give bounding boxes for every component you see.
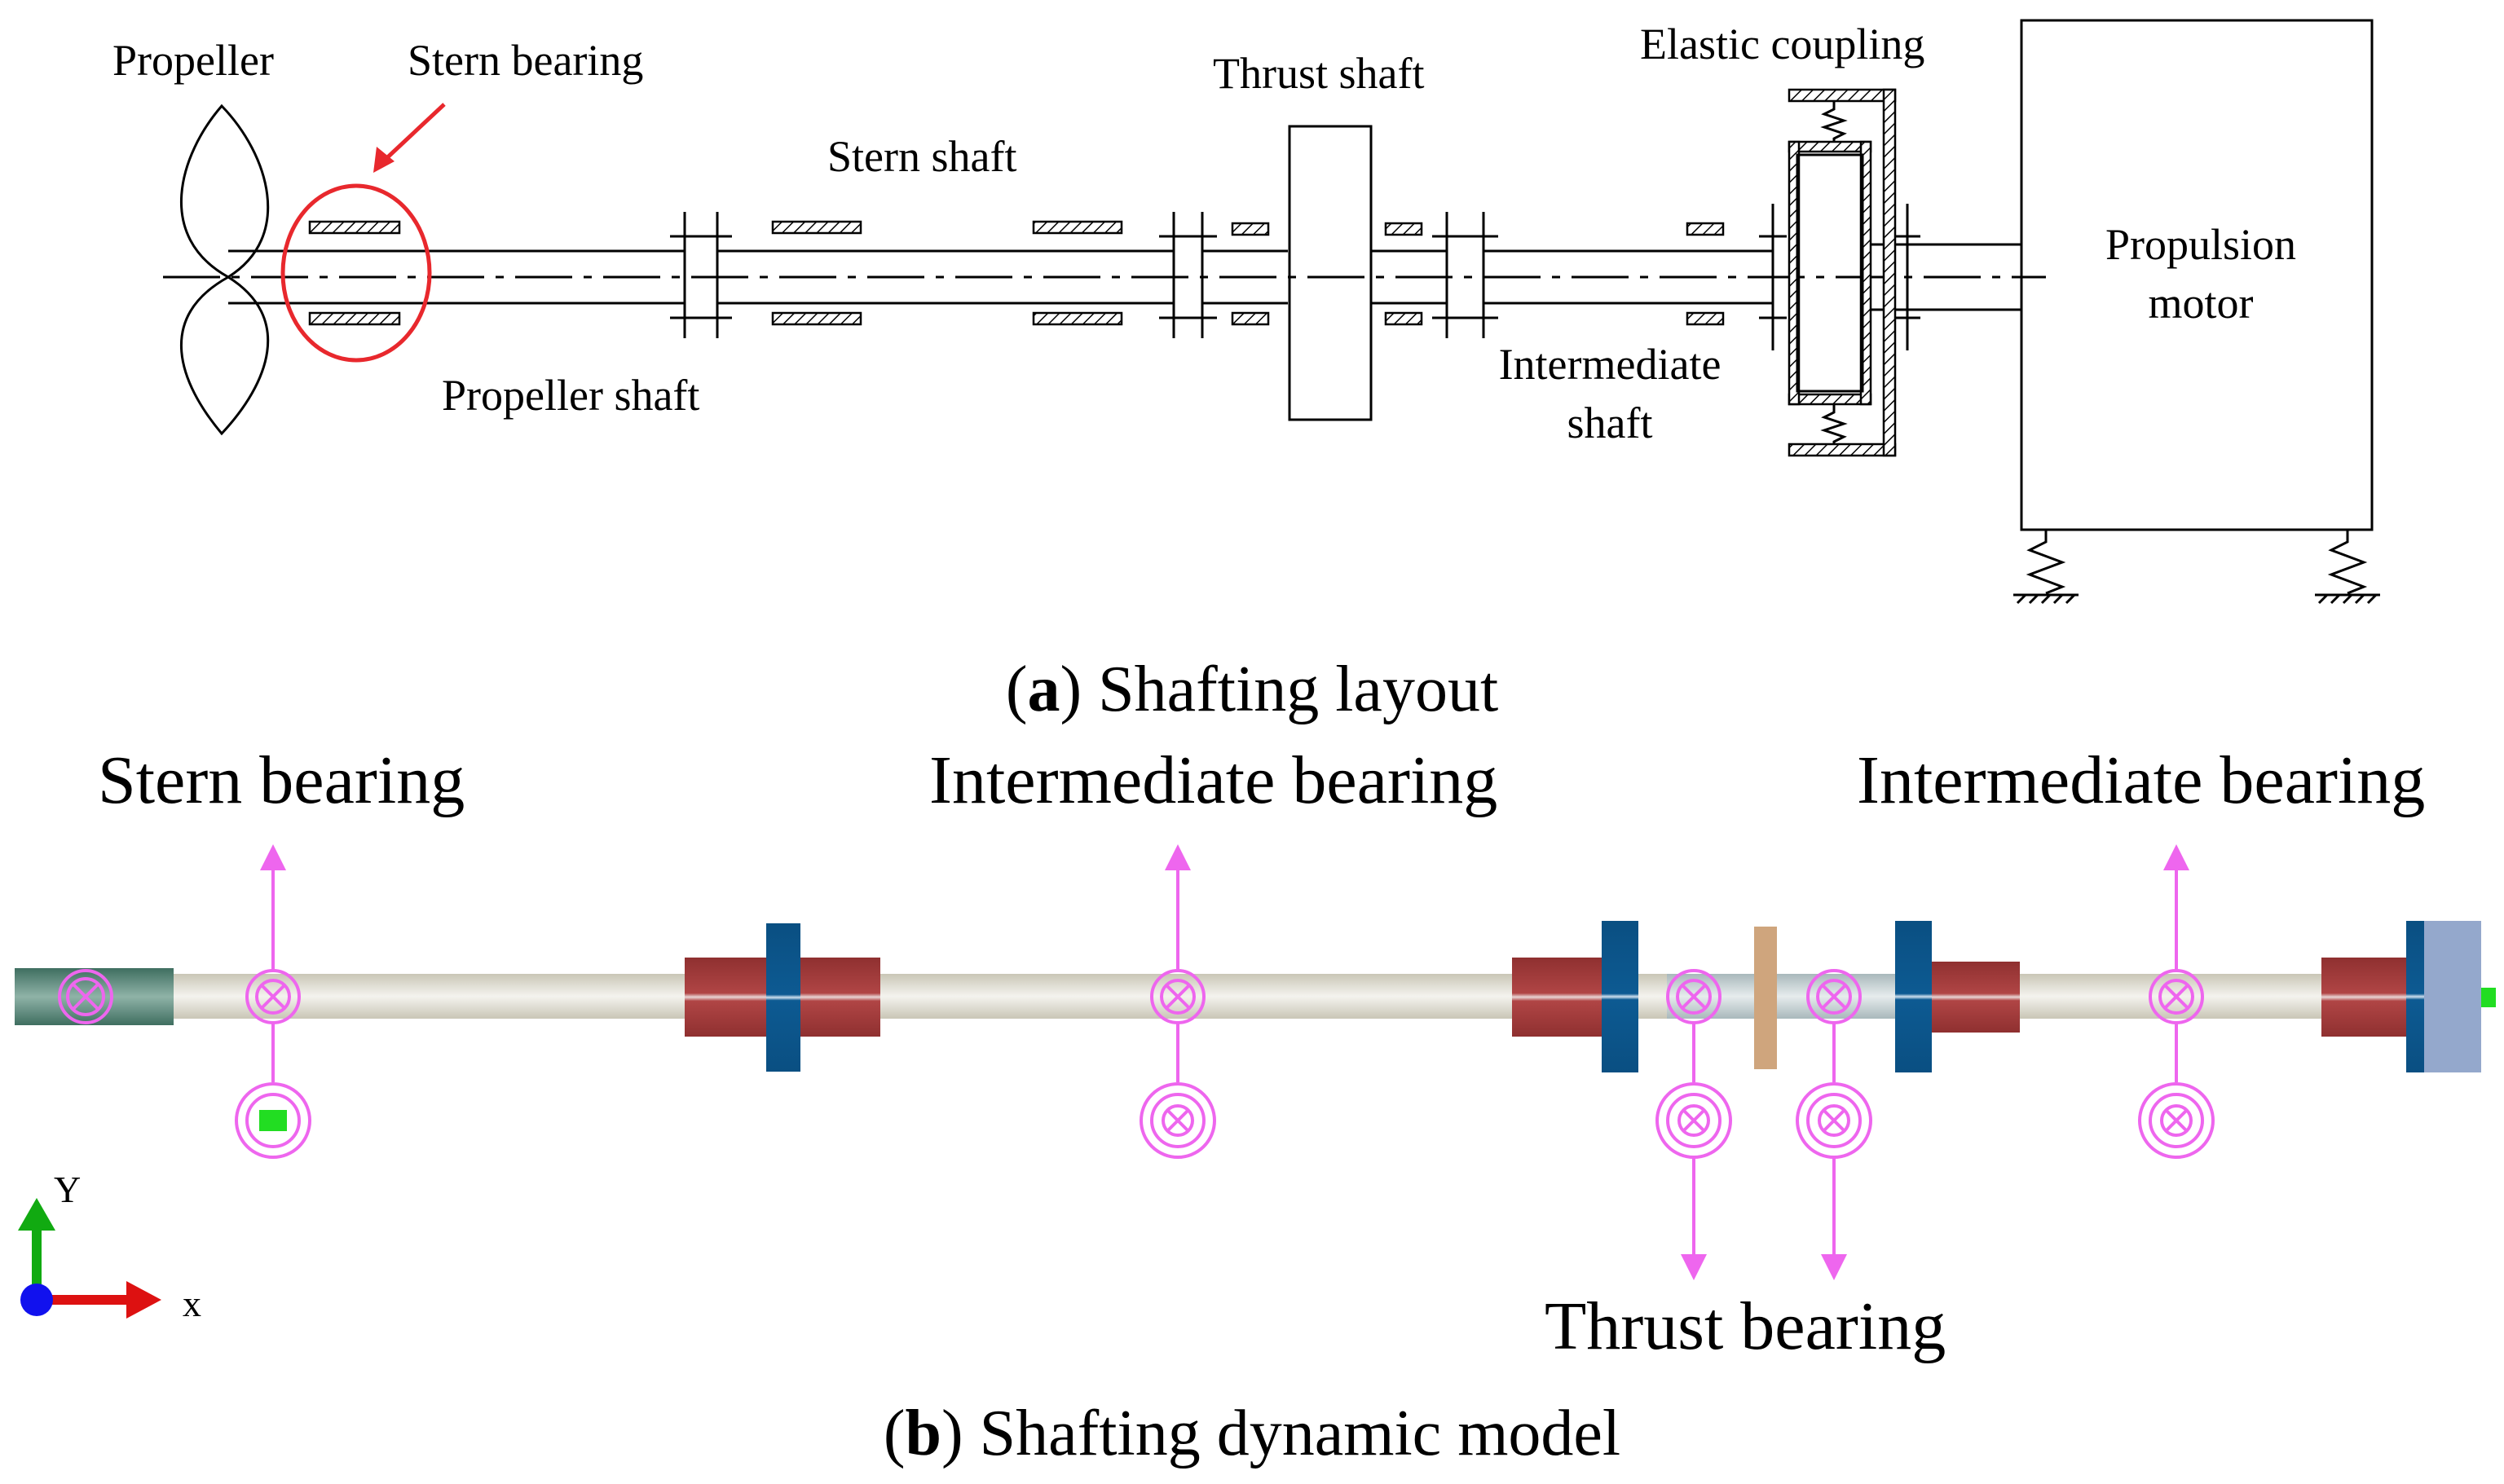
- label-intermediate-shaft-1: Intermediate: [1499, 340, 1722, 389]
- elastic-coupling-symbol: [1759, 88, 1920, 457]
- intermediate-bearing-1-node: [1140, 844, 1216, 1159]
- stern-bearing-pointer-head: [373, 147, 395, 173]
- caption-b: (b) Shafting dynamic model: [884, 1398, 1620, 1469]
- propulsion-motor-box: [2020, 19, 2374, 531]
- intermediate-bearing-2-node: [2138, 844, 2215, 1159]
- label-model-thrust-bearing: Thrust bearing: [1545, 1288, 1946, 1364]
- motor-marker: [2481, 988, 2496, 1007]
- caption-a: (a) Shafting layout: [1006, 654, 1498, 725]
- stern-bearing-highlight: [280, 183, 432, 363]
- flange-block-3: [1932, 962, 2020, 1033]
- layout-panel: Propeller Stern bearing Stern shaft Thru…: [112, 19, 2380, 725]
- thrust-collar: [1754, 927, 1777, 1069]
- label-stern-bearing: Stern bearing: [408, 36, 643, 85]
- flange-disc-2: [1602, 921, 1638, 1072]
- flange-disc-1: [766, 923, 800, 1072]
- motor-end: [2424, 921, 2481, 1072]
- model-panel: Y x Stern bearing Intermediate bearing I…: [15, 742, 2496, 1469]
- flange-1: [670, 212, 732, 338]
- label-thrust-shaft: Thrust shaft: [1213, 49, 1424, 98]
- flange-couplings: [670, 212, 1498, 338]
- flange-2: [1159, 212, 1217, 338]
- stern-bearing-pointer: [380, 103, 446, 165]
- axis-label-x: x: [183, 1283, 201, 1324]
- flange-disc-4: [2406, 921, 2424, 1072]
- axis-label-y: Y: [54, 1169, 81, 1210]
- thrust-bearing-2-node: [1796, 969, 1872, 1280]
- label-propeller: Propeller: [112, 36, 274, 85]
- label-elastic-coupling: Elastic coupling: [1640, 20, 1924, 68]
- label-propulsion-motor-2: motor: [2149, 279, 2254, 328]
- propeller-symbol: [179, 103, 270, 436]
- label-model-intermediate-bearing-1: Intermediate bearing: [929, 742, 1497, 818]
- stern-bearing-node: [235, 844, 311, 1159]
- flange-disc-3: [1895, 921, 1932, 1072]
- label-propulsion-motor-1: Propulsion: [2105, 220, 2296, 269]
- label-intermediate-shaft-2: shaft: [1567, 399, 1653, 447]
- model-shaft: [171, 974, 2453, 1019]
- axis-triad: Y x: [18, 1169, 201, 1324]
- hub-node: [58, 969, 113, 1024]
- bearing-symbols: [58, 844, 2215, 1280]
- layout-bearings: [308, 220, 1725, 326]
- label-model-stern-bearing: Stern bearing: [98, 742, 465, 818]
- flange-block-4: [2321, 958, 2411, 1037]
- label-stern-shaft: Stern shaft: [827, 132, 1016, 181]
- label-model-intermediate-bearing-2: Intermediate bearing: [1857, 742, 2425, 818]
- label-propeller-shaft: Propeller shaft: [442, 371, 699, 420]
- thrust-bearing-1-node: [1655, 969, 1732, 1280]
- thrust-collar-box: [1288, 125, 1373, 421]
- shaft-outline: [228, 243, 2021, 311]
- flange-3: [1432, 212, 1498, 338]
- propeller-hub: [15, 968, 174, 1025]
- motor-springs: [2013, 530, 2380, 605]
